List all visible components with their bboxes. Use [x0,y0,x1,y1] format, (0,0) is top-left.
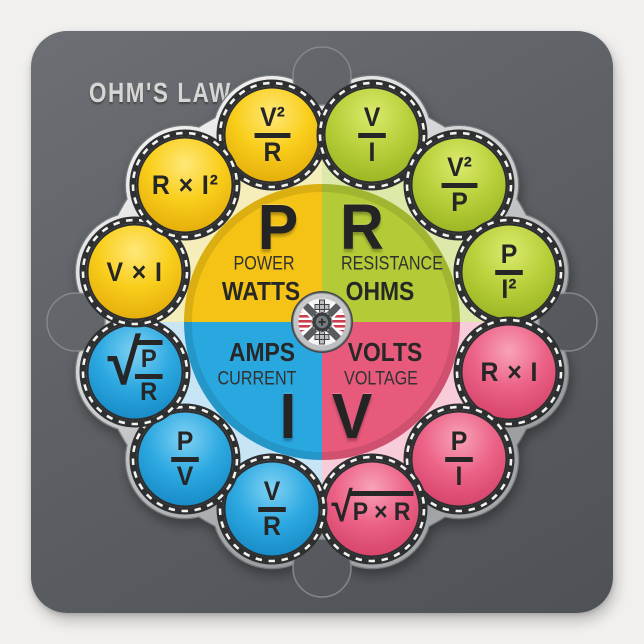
wheel-rim-shadow [184,184,460,460]
formula-disc-9 [79,316,191,428]
page-title: OHM'S LAW [89,77,232,108]
quadrant-resistance [322,184,460,322]
formula-disc-4 [453,316,565,428]
formula-disc-3 [453,216,565,328]
plate-notch-right [538,292,598,352]
center-hub-icon [291,291,353,353]
plate-notch-left [46,292,106,352]
quadrant-power [184,184,322,322]
hub-center-plus-icon [318,318,326,326]
quadrant-current [184,322,322,460]
formula-disc-10 [79,216,191,328]
inner-quadrant-wheel [184,184,460,460]
plate-notch-top [292,46,352,106]
plate-notch-bottom [292,538,352,598]
formula-disc-11 [129,129,241,241]
plate-notches [46,46,598,598]
quadrant-voltage [322,322,460,460]
formula-disc-6 [316,453,428,565]
